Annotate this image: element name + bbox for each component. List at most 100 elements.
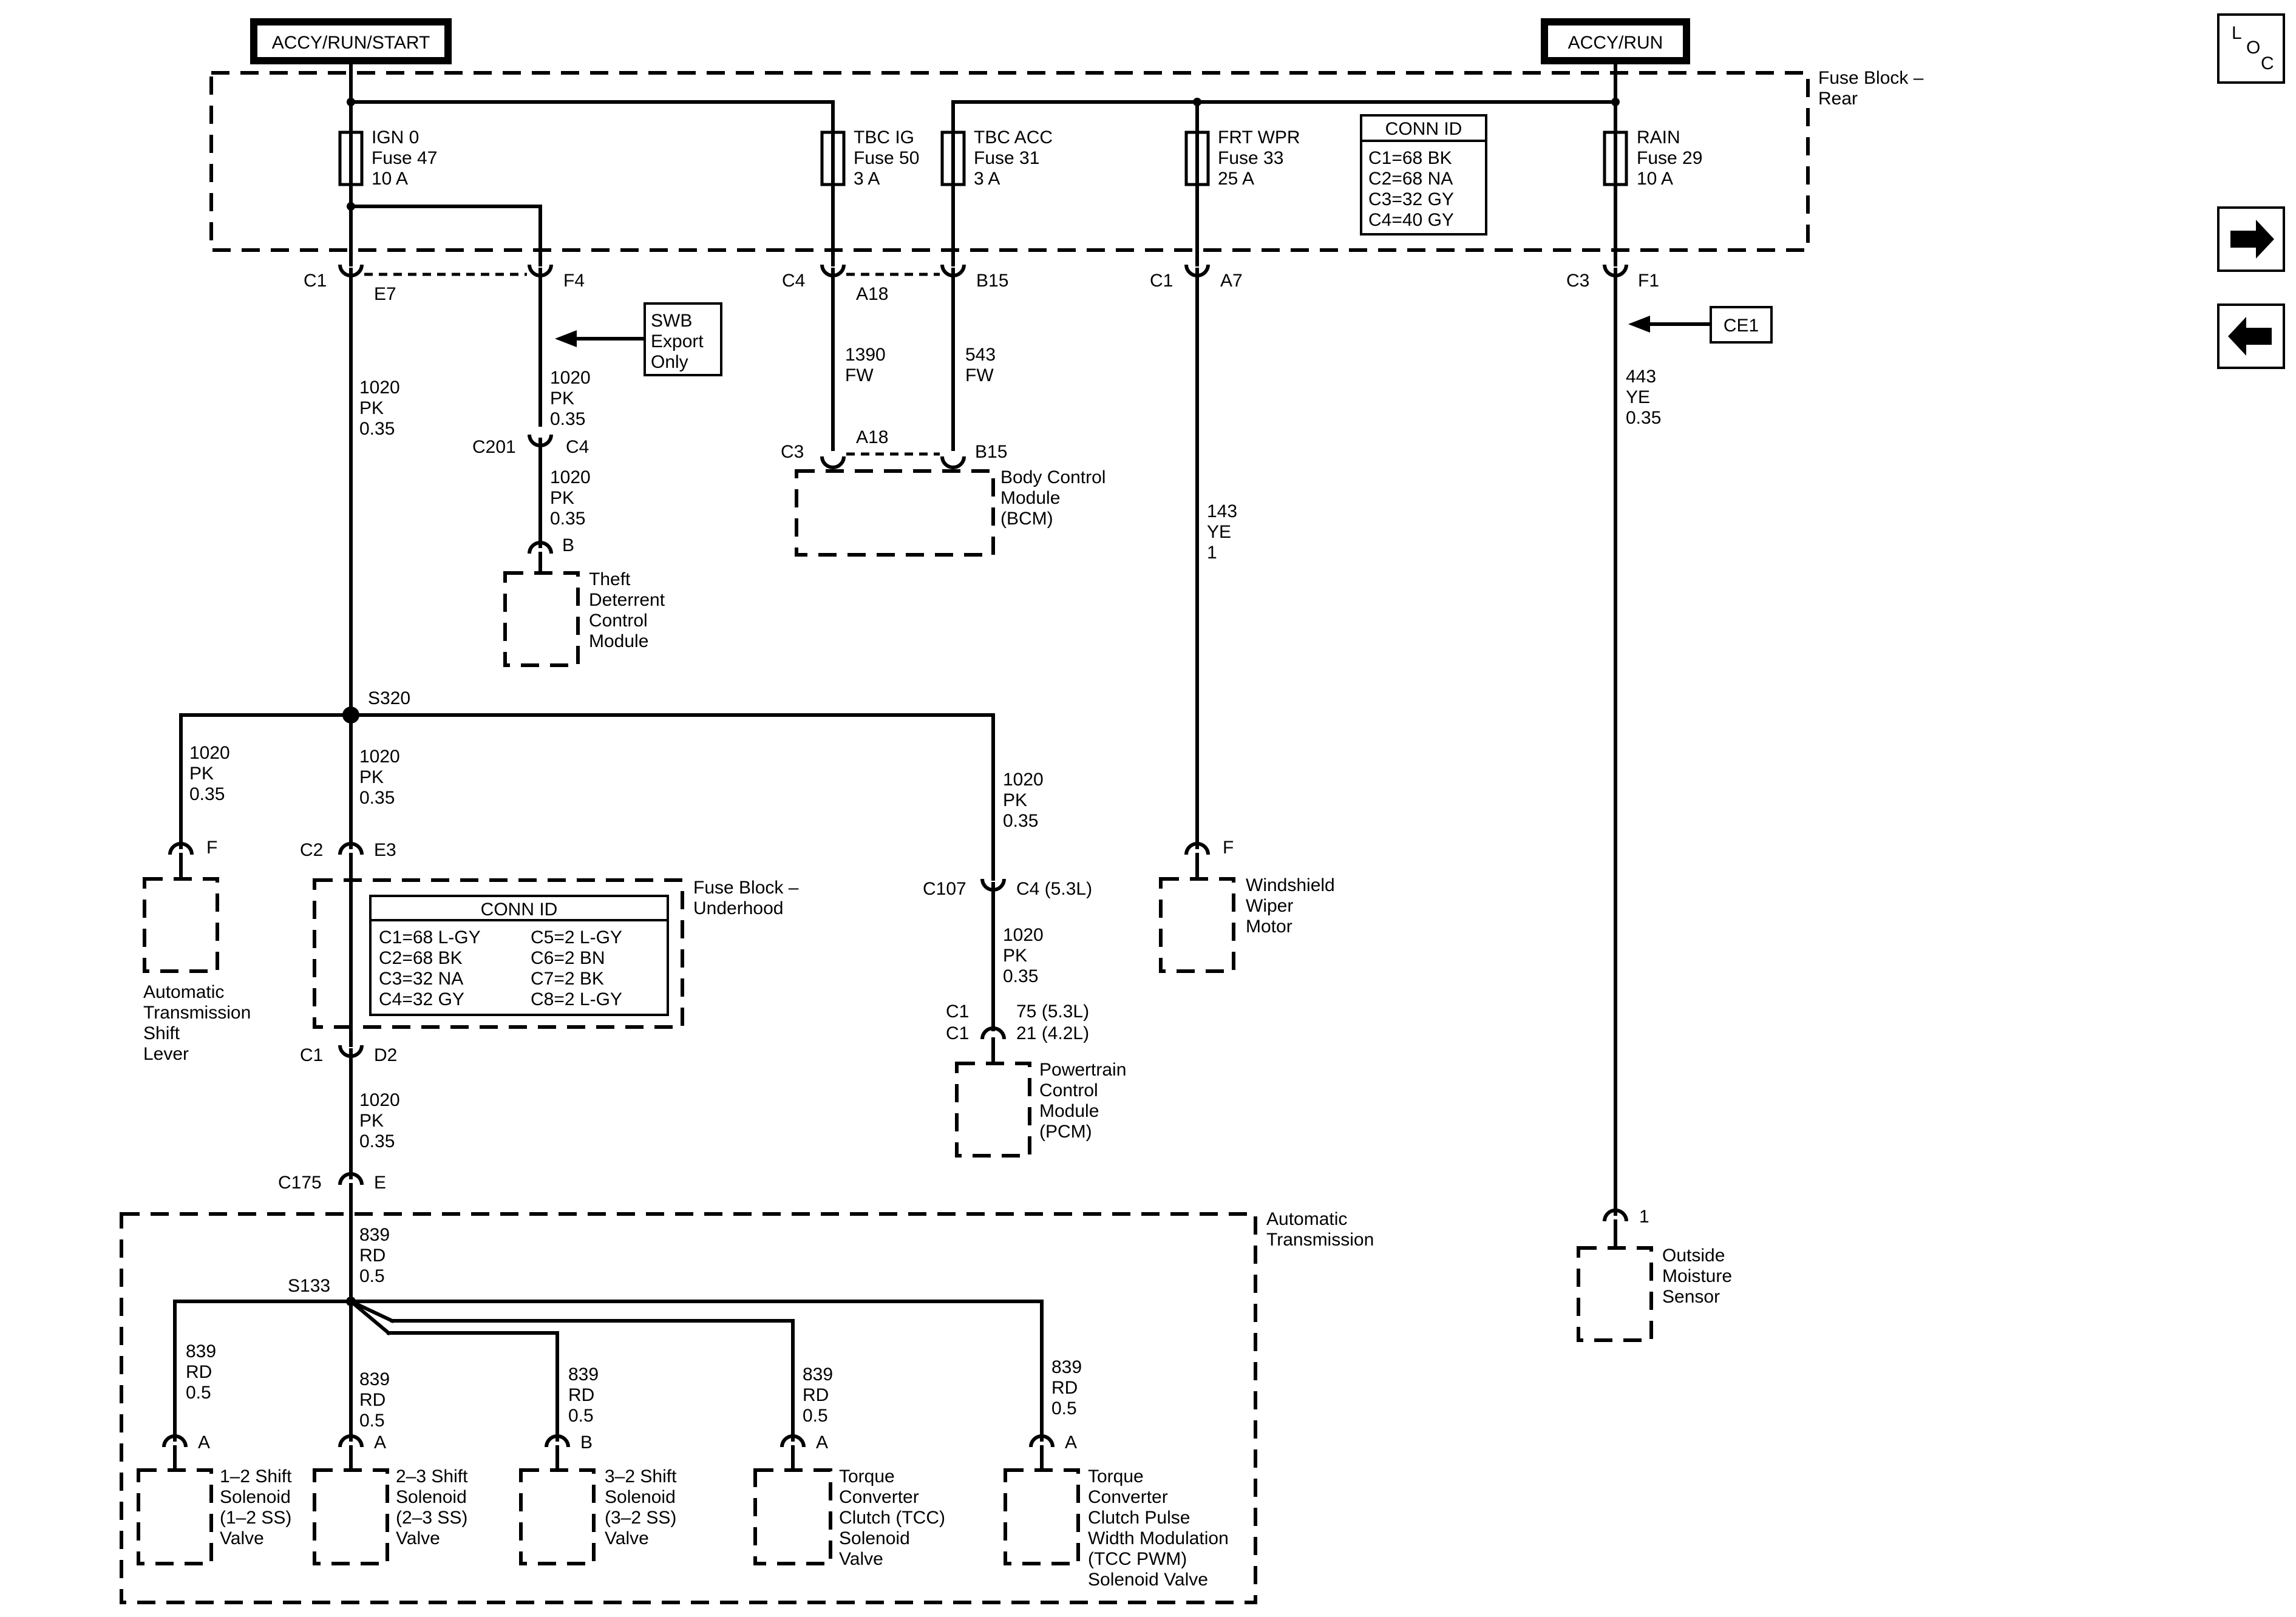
svg-text:PK: PK <box>1003 790 1027 810</box>
previous-page-button[interactable] <box>2217 303 2285 369</box>
svg-text:Control: Control <box>589 611 648 631</box>
fuse-block-rear-label: Fuse Block – <box>1818 68 1924 88</box>
svg-text:839: 839 <box>359 1369 390 1389</box>
svg-text:A18: A18 <box>856 427 888 447</box>
svg-text:C4 (5.3L): C4 (5.3L) <box>1016 879 1092 899</box>
svg-text:0.35: 0.35 <box>359 1131 395 1151</box>
svg-text:Theft: Theft <box>589 569 631 589</box>
svg-text:C4=40 GY: C4=40 GY <box>1368 210 1454 230</box>
svg-text:C1: C1 <box>946 1023 969 1043</box>
component-shift-lever: F Automatic Transmission Shift Lever <box>143 838 251 1064</box>
svg-text:1020: 1020 <box>359 747 400 767</box>
svg-text:C3: C3 <box>781 442 804 462</box>
svg-text:Fuse 29: Fuse 29 <box>1637 148 1702 168</box>
svg-text:Fuse 31: Fuse 31 <box>974 148 1039 168</box>
component-2-3-shift-solenoid: A 2–3 Shift Solenoid (2–3 SS) Valve <box>313 1432 468 1565</box>
svg-text:C107: C107 <box>923 879 966 899</box>
svg-text:C175: C175 <box>278 1173 322 1193</box>
svg-text:0.35: 0.35 <box>1003 966 1038 986</box>
svg-text:C1: C1 <box>1150 271 1173 291</box>
svg-text:21 (4.2L): 21 (4.2L) <box>1016 1023 1089 1043</box>
svg-text:Solenoid: Solenoid <box>220 1487 291 1507</box>
svg-text:0.5: 0.5 <box>1051 1398 1077 1419</box>
svg-text:1: 1 <box>1639 1207 1649 1227</box>
svg-text:Solenoid Valve: Solenoid Valve <box>1088 1570 1208 1590</box>
svg-text:FW: FW <box>965 365 994 385</box>
svg-text:Transmission: Transmission <box>143 1003 251 1023</box>
location-view-button[interactable]: L O C <box>2217 13 2285 84</box>
svg-text:F1: F1 <box>1638 271 1659 291</box>
power-source-accy-run: ACCY/RUN <box>1541 18 1690 64</box>
svg-text:543: 543 <box>965 345 996 365</box>
svg-text:(1–2 SS): (1–2 SS) <box>220 1508 291 1528</box>
connector-c175: C175 E <box>278 1172 386 1303</box>
svg-text:75 (5.3L): 75 (5.3L) <box>1016 1002 1089 1022</box>
arrow-right-icon <box>2230 220 2274 259</box>
svg-text:FW: FW <box>845 365 874 385</box>
fuse-block-rear-label: Rear <box>1818 89 1858 109</box>
next-page-button[interactable] <box>2217 206 2285 272</box>
svg-text:0.35: 0.35 <box>1626 408 1661 428</box>
svg-text:Torque: Torque <box>1088 1466 1144 1486</box>
svg-text:Converter: Converter <box>839 1487 919 1507</box>
svg-text:25 A: 25 A <box>1218 169 1254 189</box>
svg-text:443: 443 <box>1626 367 1656 387</box>
svg-text:Fuse 50: Fuse 50 <box>854 148 919 168</box>
component-windshield-wiper-motor: F Windshield Wiper Motor <box>1159 838 1335 973</box>
svg-text:Solenoid: Solenoid <box>839 1528 910 1548</box>
svg-text:C6=2 BN: C6=2 BN <box>531 948 605 968</box>
component-outside-moisture-sensor: 1 Outside Moisture Sensor <box>1577 1207 1732 1342</box>
svg-text:D2: D2 <box>374 1045 397 1065</box>
svg-text:C1: C1 <box>300 1045 323 1065</box>
svg-text:1–2 Shift: 1–2 Shift <box>220 1466 292 1486</box>
svg-text:2–3 Shift: 2–3 Shift <box>396 1466 468 1486</box>
fuse-tbc-ig: TBC IG Fuse 50 3 A <box>820 127 919 189</box>
svg-text:1020: 1020 <box>550 368 591 388</box>
svg-text:(BCM): (BCM) <box>1000 509 1053 529</box>
svg-text:E: E <box>374 1173 386 1193</box>
fuse-frt-wpr: FRT WPR Fuse 33 25 A <box>1184 127 1300 189</box>
svg-text:1020: 1020 <box>550 467 591 487</box>
svg-text:Solenoid: Solenoid <box>605 1487 676 1507</box>
svg-text:RD: RD <box>568 1385 594 1405</box>
fuse-rain: RAIN Fuse 29 10 A <box>1603 100 1702 189</box>
note-swb-export-only: SWB Export Only <box>555 302 722 376</box>
svg-text:S133: S133 <box>288 1276 330 1296</box>
svg-text:Clutch Pulse: Clutch Pulse <box>1088 1508 1190 1528</box>
svg-text:C4: C4 <box>566 437 589 457</box>
svg-text:3 A: 3 A <box>974 169 1000 189</box>
svg-text:B: B <box>562 535 574 555</box>
svg-text:Module: Module <box>1039 1101 1099 1121</box>
svg-text:0.5: 0.5 <box>186 1383 211 1403</box>
svg-text:3–2 Shift: 3–2 Shift <box>605 1466 677 1486</box>
svg-text:0.35: 0.35 <box>550 409 585 429</box>
svg-text:RD: RD <box>803 1385 829 1405</box>
svg-text:Valve: Valve <box>839 1549 883 1569</box>
svg-text:F4: F4 <box>563 271 585 291</box>
svg-text:(3–2 SS): (3–2 SS) <box>605 1508 676 1528</box>
svg-text:SWB: SWB <box>651 311 692 331</box>
connector-c107: C107 C4 (5.3L) <box>923 878 1092 1031</box>
svg-text:Outside: Outside <box>1662 1246 1725 1266</box>
svg-text:Shift: Shift <box>143 1023 180 1043</box>
conn-id-table-underhood: CONN ID C1=68 L-GY C2=68 BK C3=32 NA C4=… <box>369 895 669 1016</box>
svg-text:YE: YE <box>1207 522 1231 542</box>
svg-text:839: 839 <box>359 1225 390 1245</box>
svg-text:C4=32 GY: C4=32 GY <box>379 989 464 1009</box>
fuse-block-underhood-label: Underhood <box>693 898 783 918</box>
svg-text:143: 143 <box>1207 501 1237 521</box>
svg-text:RD: RD <box>359 1246 385 1266</box>
svg-text:0.5: 0.5 <box>359 1411 385 1431</box>
loc-letter: O <box>2246 38 2260 58</box>
svg-text:(TCC PWM): (TCC PWM) <box>1088 1549 1187 1569</box>
svg-text:Powertrain: Powertrain <box>1039 1060 1126 1080</box>
svg-text:(2–3 SS): (2–3 SS) <box>396 1508 467 1528</box>
component-3-2-shift-solenoid: B 3–2 Shift Solenoid (3–2 SS) Valve <box>519 1432 677 1565</box>
svg-text:PK: PK <box>359 767 384 787</box>
svg-text:C201: C201 <box>472 437 516 457</box>
svg-text:Body Control: Body Control <box>1000 467 1106 487</box>
connector-c1-d2: C1 D2 <box>300 1045 397 1179</box>
svg-text:Fuse 47: Fuse 47 <box>372 148 437 168</box>
svg-text:RD: RD <box>186 1362 212 1382</box>
note-ce1: CE1 <box>1628 306 1773 344</box>
